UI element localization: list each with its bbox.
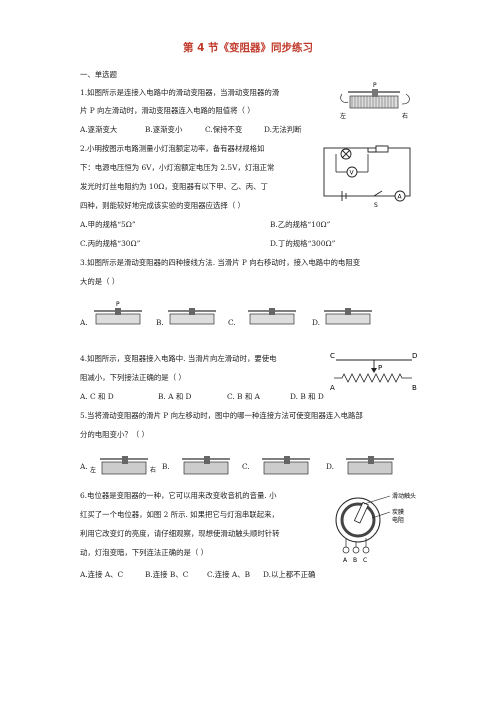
q5-fig-label-d: D. <box>326 462 335 471</box>
q2-circuit-figure: V A S <box>323 145 411 209</box>
q4-rheostat-symbol-figure: C D P A B <box>330 352 417 392</box>
q1-option-d: D.无法判断 <box>264 125 302 134</box>
q6-fig-c-label: C <box>363 557 367 564</box>
q5-figure-a: 左 右 <box>90 456 156 475</box>
q6-option-c: C.连接 A、B <box>207 570 251 579</box>
q2-option-c: C.丙的规格“30Ω” <box>80 239 141 248</box>
q5-fig-right-label: 右 <box>150 466 156 474</box>
q1-fig-right-label: 右 <box>402 112 408 120</box>
q4-fig-b-label: B <box>412 384 417 392</box>
q2-option-a: A.甲的规格“5Ω” <box>80 220 136 229</box>
q6-option-d: D.以上都不正确 <box>263 570 316 579</box>
q2-stem-line4: 四种，则能较好地完成该实验的变阻器应选择（ ） <box>80 201 245 210</box>
q5-figure-d <box>346 456 394 475</box>
q4-option-d: D. B 和 D <box>290 392 324 401</box>
q3-figure-c <box>248 308 296 325</box>
q2-fig-a-label: A <box>398 194 403 201</box>
q3-figure-d <box>324 308 372 325</box>
q4-fig-c-label: C <box>330 352 335 360</box>
q5-fig-label-c: C. <box>242 462 250 471</box>
q1-stem-line1: 1.如图所示是连接入电路中的滑动变阻器，当滑动变阻器的滑 <box>80 88 280 97</box>
q1-rheostat-figure: P 左 右 <box>340 82 410 120</box>
q5-fig-label-b: B. <box>162 462 170 471</box>
q6-option-a: A.连接 A、C <box>80 570 124 579</box>
q4-option-c: C. B 和 A <box>227 392 260 401</box>
q1-fig-left-label: 左 <box>340 112 346 120</box>
q2-stem-line3: 发光时灯丝电阻约为 10Ω，变阻器有以下甲、乙、丙、丁 <box>80 182 268 191</box>
q1-stem-line2: 片 P 向左滑动时，滑动变阻器连入电路的阻值将（ ） <box>80 106 255 115</box>
q3-fig-label-a: A. <box>80 318 88 327</box>
q3-figure-a: P <box>94 301 142 325</box>
q2-stem-line1: 2.小明按图示电路测量小灯泡额定功率，备有器材规格如 <box>80 144 265 153</box>
q6-fig-b-label: B <box>353 557 357 564</box>
q6-potentiometer-figure: 滑动触头 炭膜 电阻 A B C <box>335 492 416 564</box>
q5-stem-line2: 分的电阻变小？（ ） <box>80 430 149 439</box>
q3-fig-label-b: B. <box>156 318 164 327</box>
q1-fig-p-label: P <box>373 82 377 89</box>
q2-option-b: B.乙的规格“10Ω” <box>270 220 331 229</box>
q1-option-a: A.逐渐变大 <box>80 125 118 134</box>
q2-fig-v-label: V <box>350 170 355 177</box>
q6-fig-film-label-1: 炭膜 <box>392 508 404 516</box>
q6-stem-line1: 6.电位器是变阻器的一种，它可以用来改变收音机的音量. 小 <box>80 491 277 500</box>
q6-fig-contact-label: 滑动触头 <box>392 492 416 500</box>
q4-fig-d-label: D <box>412 352 417 360</box>
q4-stem-line2: 阻减小，下列接法正确的是（ ） <box>80 373 186 382</box>
q5-stem-line1: 5.当将滑动变阻器的滑片 P 向左移动时，图中的哪一种连接方法可使变阻器连入电路… <box>80 411 363 420</box>
q3-stem-line2: 大的是（ ） <box>80 277 120 286</box>
q2-fig-s-label: S <box>374 202 378 209</box>
q3-stem-line1: 3.如图所示是滑动变阻器的四种接线方法. 当滑片 P 向右移动时，接入电路中的电… <box>80 258 361 267</box>
q4-option-a: A. C 和 D <box>80 392 114 401</box>
q3-fig-p-label: P <box>116 301 120 308</box>
q5-figure-c <box>262 456 310 475</box>
q4-option-b: B. A 和 D <box>158 392 192 401</box>
q2-stem-line2: 下：电源电压恒为 6V，小灯泡额定电压为 2.5V，灯泡正常 <box>80 163 275 172</box>
q4-stem-line1: 4.如图所示，变阻器接入电路中. 当滑片向左滑动时，要使电 <box>80 354 277 363</box>
q3-fig-label-d: D. <box>312 318 321 327</box>
q3-fig-label-c: C. <box>228 318 236 327</box>
q6-option-b: B.连接 B、C <box>145 570 189 579</box>
q1-option-c: C.保持不变 <box>205 125 243 134</box>
q4-fig-a-label: A <box>330 384 335 392</box>
q6-fig-film-label-2: 电阻 <box>392 516 404 524</box>
q3-figure-b <box>168 308 216 325</box>
q6-fig-a-label: A <box>343 557 348 564</box>
q5-figure-b <box>182 456 230 475</box>
q1-option-b: B.逐渐变小 <box>145 125 183 134</box>
q5-fig-label-a: A. <box>80 462 88 471</box>
q4-fig-p-label: P <box>378 364 382 372</box>
q5-fig-left-label: 左 <box>90 466 96 474</box>
q2-option-d: D.丁的规格“300Ω” <box>270 239 336 248</box>
q6-stem-line4: 动，灯泡变暗，下列连法正确的是（ ） <box>80 548 208 557</box>
page-title: 第 4 节《变阻器》同步练习 <box>182 42 314 54</box>
q6-stem-line2: 红买了一个电位器，如图 2 所示. 如果把它与灯泡串联起来， <box>80 510 279 519</box>
q6-stem-line3: 利用它改变灯的亮度，请仔细观察，现想使滑动触头顺时针转 <box>80 529 280 538</box>
section-heading: 一、单选题 <box>80 70 117 79</box>
